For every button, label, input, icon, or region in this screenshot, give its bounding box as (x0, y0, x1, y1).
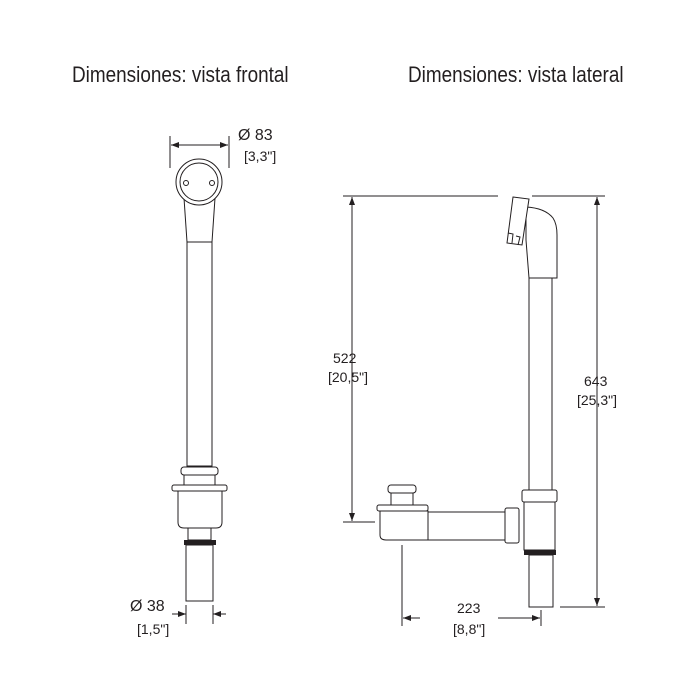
pipe-diameter-mm: Ø 38 (130, 598, 165, 615)
drain-offset-mm: 223 (457, 600, 481, 616)
overflow-plate (175, 158, 223, 206)
side-view-drawing (343, 195, 605, 626)
drain-cap-side (387, 484, 417, 494)
gasket-ring-side (524, 550, 556, 555)
screw-icon (209, 180, 215, 186)
overflow-pipe-side (528, 277, 553, 491)
drain-flange-side (376, 504, 429, 512)
head-diameter-in: [3,3"] (244, 148, 277, 164)
overflow-plate-side (506, 196, 530, 246)
overflow-elbow (525, 206, 558, 279)
front-view-title: Dimensiones: vista frontal (72, 62, 289, 87)
head-diameter-mm: Ø 83 (238, 127, 273, 144)
overflow-height-in: [20,5"] (328, 369, 368, 385)
total-height-mm: 643 (584, 373, 608, 389)
front-view-drawing (169, 136, 230, 624)
drain-offset-in: [8,8"] (453, 621, 486, 637)
drain-body-side (379, 510, 429, 541)
drain-cap (180, 466, 219, 476)
overflow-height-mm: 522 (333, 350, 357, 366)
drain-stem-side (390, 492, 414, 506)
drain-body (177, 490, 223, 529)
drain-stem (183, 474, 216, 486)
screw-icon (183, 180, 189, 186)
tail-pipe (185, 544, 214, 602)
overflow-pipe (186, 241, 213, 467)
tee-nut (521, 489, 558, 503)
tail-pipe-side (528, 554, 554, 608)
tee-body (523, 501, 556, 551)
drain-nut (187, 527, 212, 541)
pipe-diameter-in: [1,5"] (137, 621, 170, 637)
gasket-ring (184, 540, 216, 545)
drain-shoe-pipe (427, 511, 507, 541)
total-height-in: [25,3"] (577, 392, 617, 408)
side-view-title: Dimensiones: vista lateral (408, 62, 624, 87)
slip-nut (504, 507, 520, 544)
drain-flange (171, 484, 228, 492)
